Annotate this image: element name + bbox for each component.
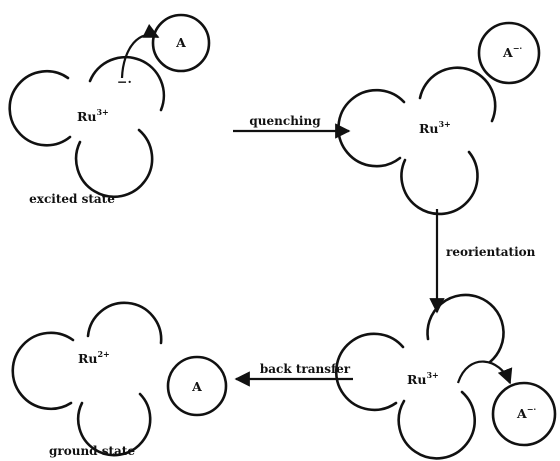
ligand-upper (426, 293, 505, 364)
reorientation-label: reorientation (446, 245, 536, 259)
metal-center-label: Ru3+ (407, 370, 439, 387)
acceptor-circle (491, 381, 557, 447)
step-reorientation: reorientation (429, 209, 536, 314)
ligand-left (11, 331, 75, 411)
back-transfer-label: back transfer (260, 362, 351, 376)
ligand-lower (74, 128, 154, 199)
metal-center-label: Ru3+ (419, 119, 451, 136)
acceptor-label: A (175, 35, 186, 50)
acceptor-circle (477, 21, 541, 85)
complex-charge-separated: A−· Ru3+ (337, 21, 541, 216)
acceptor-label: A−· (502, 43, 522, 60)
ligand-left (335, 332, 405, 412)
electron-transfer-arrow (120, 23, 160, 79)
ligand-upper (418, 66, 497, 123)
quenching-label: quenching (249, 114, 321, 128)
complex-ground-state: A Ru2+ ground state (11, 301, 228, 458)
ligand-lower (76, 392, 152, 457)
electron-label: −· (117, 74, 132, 89)
acceptor-label: A (191, 379, 202, 394)
ligand-left (8, 70, 72, 147)
complex-excited-state: A Ru3+ −· excited state (8, 13, 211, 206)
step-back-transfer: back transfer (234, 362, 353, 387)
ligand-lower (400, 150, 479, 216)
ligand-left (337, 88, 406, 168)
metal-center-label: Ru2+ (78, 349, 110, 366)
ground-state-label: ground state (49, 444, 135, 458)
metal-center-label: Ru3+ (77, 107, 109, 124)
acceptor-circle (151, 13, 211, 73)
ligand-upper (88, 55, 166, 112)
back-electron-transfer-arrow (456, 360, 513, 385)
ligand-upper (86, 301, 163, 345)
complex-reoriented: A−· Ru3+ (335, 293, 557, 460)
excited-state-label: excited state (29, 192, 115, 206)
acceptor-label: A−· (516, 404, 536, 421)
ligand-lower (397, 390, 476, 460)
acceptor-circle (166, 355, 228, 417)
step-quenching: quenching (233, 114, 351, 139)
